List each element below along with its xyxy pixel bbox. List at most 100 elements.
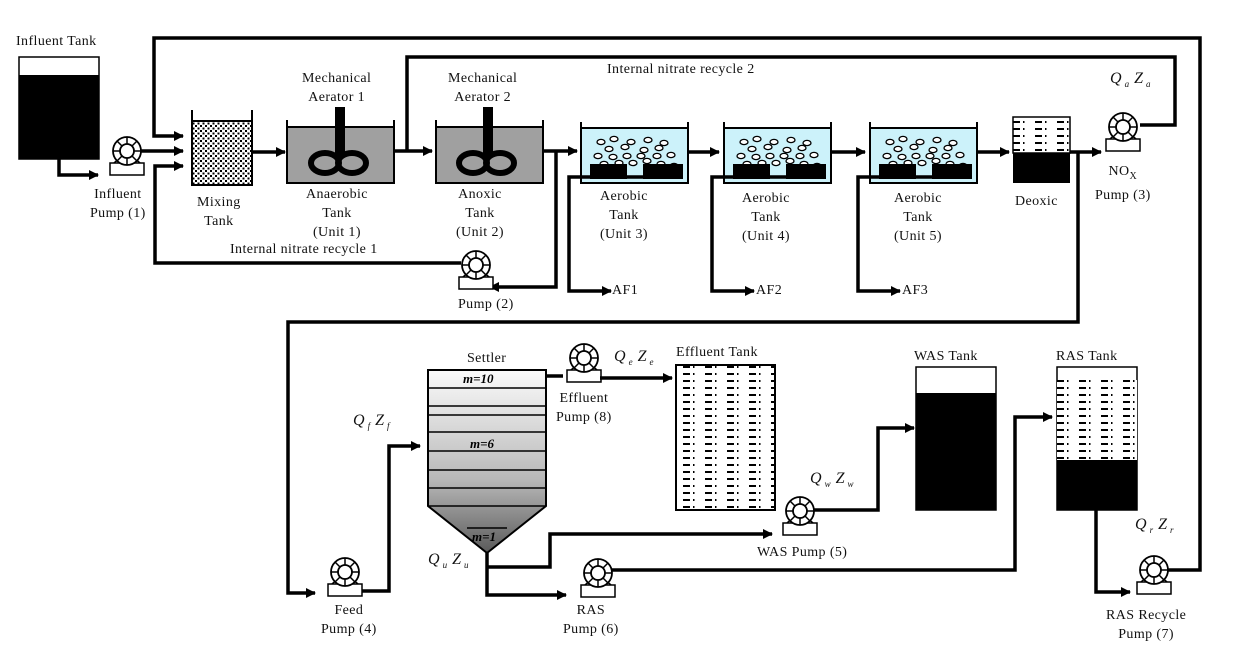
anoxic-label-3: (Unit 2)	[456, 225, 504, 240]
mixing-tank-label: Mixing Tank	[197, 193, 241, 231]
nox-pump-icon[interactable]	[1105, 112, 1141, 152]
anaerobic-label-1: Anaerobic	[306, 187, 368, 202]
influent-pump-icon[interactable]	[109, 136, 145, 176]
air-bubble	[604, 145, 614, 153]
air-bubble	[654, 144, 664, 152]
air-bubble	[809, 151, 819, 159]
air-bubble	[802, 139, 812, 147]
air-bubble	[769, 138, 779, 146]
mixing-tank-label-1: Mixing	[197, 195, 241, 210]
aerator2-label: Mechanical Aerator 2	[448, 69, 517, 107]
aerobic5-label: Aerobic Tank (Unit 5)	[894, 189, 942, 246]
air-bubble	[931, 157, 941, 165]
qe-q: Q	[614, 348, 626, 365]
settler-layer-m1: m=1	[472, 529, 497, 544]
feed-pump-label-2: Pump (4)	[321, 622, 377, 637]
nox-pump-label-2: Pump (3)	[1095, 187, 1151, 203]
aerobic5-label-1: Aerobic	[894, 191, 942, 206]
air-bubble	[593, 152, 603, 160]
nox-pump-label-1: NOX	[1095, 162, 1151, 186]
air-feed-af2	[710, 175, 821, 296]
air-bubble	[897, 153, 907, 161]
internal-recycle-2-label: Internal nitrate recycle 2	[607, 62, 755, 77]
was-pump-label: WAS Pump (5)	[757, 545, 848, 560]
ras-recycle-pump-icon[interactable]	[1136, 555, 1172, 595]
ras-pump-label-1: RAS	[576, 603, 606, 618]
aerobic3-label: Aerobic Tank (Unit 3)	[600, 187, 648, 244]
air-bubble	[659, 139, 669, 147]
qa-z-sub: a	[1145, 79, 1151, 90]
air-bubble	[751, 153, 761, 161]
anoxic-tank	[435, 107, 544, 184]
anaerobic-tank	[286, 107, 395, 184]
air-bubble	[917, 159, 927, 167]
air-bubble	[885, 138, 895, 146]
aerator2-label-1: Mechanical	[448, 71, 518, 86]
qw-q: Q	[810, 470, 822, 487]
air-bubble	[797, 144, 807, 152]
effluent-tank-label: Effluent Tank	[676, 345, 758, 360]
effluent-pump-label: Effluent Pump (8)	[556, 389, 612, 427]
aerobic4-label-1: Aerobic	[742, 191, 790, 206]
influent-pump-label: Influent Pump (1)	[90, 185, 146, 223]
qf-z: Z	[375, 412, 384, 429]
af1-label: AF1	[612, 283, 639, 298]
aerobic-tank-unit-5	[856, 122, 1010, 296]
qu-z: Z	[452, 551, 461, 568]
air-bubble	[795, 152, 805, 160]
qr-z-sub: r	[1169, 525, 1174, 536]
aerator1-label-1: Mechanical	[302, 71, 372, 86]
anaerobic-label-2: Tank	[322, 206, 352, 221]
anaerobic-label-3: (Unit 1)	[312, 225, 361, 240]
effluent-pump-label-2: Pump (8)	[556, 410, 612, 425]
qr-z: Z	[1158, 516, 1167, 533]
anoxic-label-1: Anoxic	[458, 187, 502, 202]
was-tank	[915, 366, 997, 511]
settler-layer-m10: m=10	[463, 371, 494, 386]
qf-q: Q	[353, 412, 365, 429]
air-bubble	[666, 151, 676, 159]
effluent-tank	[675, 364, 776, 511]
anaerobic-tank-label: Anaerobic Tank (Unit 1)	[306, 185, 368, 242]
qe-z-sub: e	[649, 357, 654, 368]
air-bubble	[652, 152, 662, 160]
nox-sub: X	[1129, 170, 1138, 182]
air-bubble	[909, 143, 919, 151]
air-bubble	[786, 136, 796, 144]
aerator2-label-2: Aerator 2	[454, 90, 512, 105]
qu-q: Q	[428, 551, 440, 568]
was-pump-icon[interactable]	[782, 496, 818, 536]
feed-pump-icon[interactable]	[327, 557, 363, 597]
effluent-pump-icon[interactable]	[566, 343, 602, 383]
mixing-tank	[191, 110, 253, 186]
qa-q-sub: a	[1124, 79, 1130, 90]
pipe-influent	[57, 159, 99, 180]
qw-q-sub: w	[824, 479, 831, 490]
aerobic4-label: Aerobic Tank (Unit 4)	[742, 189, 790, 246]
pump-2-icon[interactable]	[458, 250, 494, 290]
pipe-feed-to-settler	[362, 441, 421, 593]
deoxic-tank	[1012, 116, 1071, 183]
pump-2-label: Pump (2)	[458, 297, 514, 312]
aerobic3-label-2: Tank	[609, 208, 639, 223]
air-bubble	[739, 138, 749, 146]
air-bubble	[642, 157, 652, 165]
was-tank-label: WAS Tank	[914, 349, 978, 364]
air-bubble	[785, 157, 795, 165]
air-bubble	[747, 145, 757, 153]
settler-layer-m6: m=6	[470, 436, 495, 451]
air-bubble	[955, 151, 965, 159]
feed-pump-label: Feed Pump (4)	[321, 601, 377, 639]
pipe-ras-tank-to-recycle-pump	[1094, 510, 1131, 597]
ras-pump-icon[interactable]	[580, 558, 616, 598]
air-bubble	[943, 144, 953, 152]
air-bubble	[911, 152, 921, 160]
air-bubble	[915, 138, 925, 146]
aerator1-label-2: Aerator 1	[308, 90, 366, 105]
nox-pump-label: NOX Pump (3)	[1095, 162, 1151, 205]
air-bubble	[925, 152, 935, 160]
air-bubble	[622, 152, 632, 160]
